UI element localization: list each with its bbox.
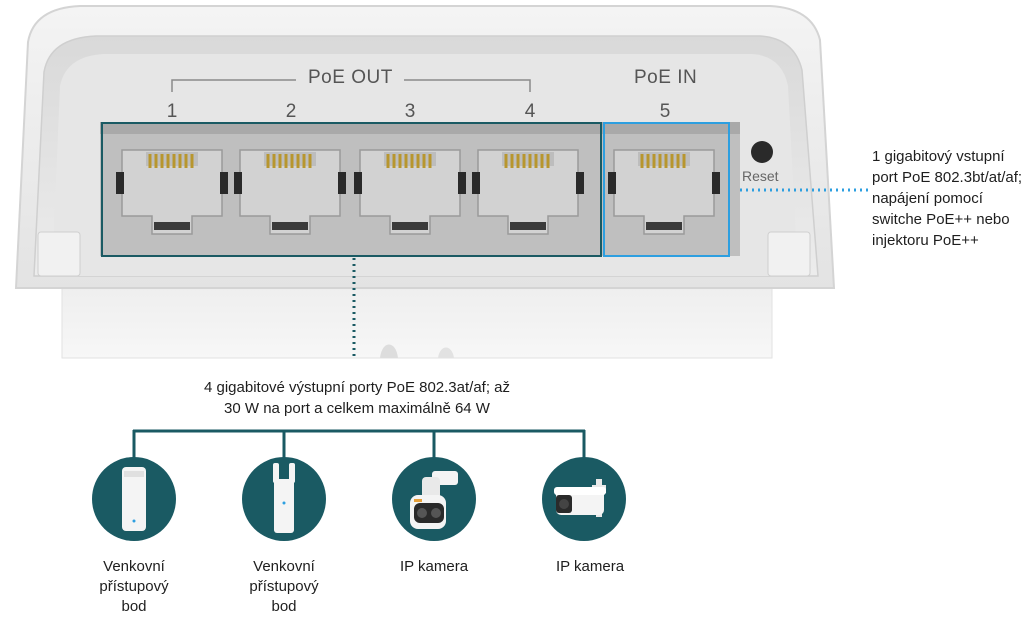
poe-in-label: PoE IN	[634, 67, 698, 88]
callout-line: port PoE 802.3bt/at/af;	[872, 169, 1023, 186]
callout-line: switche PoE++ nebo	[872, 211, 1010, 228]
rj45-port-3	[354, 149, 466, 235]
poe-in-highlight-frame	[603, 122, 730, 257]
label-line: přístupový	[99, 578, 169, 595]
rj45-port-5	[608, 149, 720, 235]
device-label-access-point-2: Venkovní přístupový bod	[224, 557, 344, 617]
label-line: bod	[121, 598, 147, 615]
outdoor-access-point-antenna-icon	[242, 457, 326, 541]
label-line: přístupový	[249, 578, 319, 595]
callout-line: injektoru PoE++	[872, 232, 979, 249]
poe-out-highlight-frame	[101, 122, 602, 257]
port-number-3: 3	[404, 101, 416, 122]
rj45-port-4	[472, 149, 584, 235]
ptz-ip-camera-icon	[392, 457, 476, 541]
port-number-2: 2	[285, 101, 297, 122]
label-line: Venkovní	[253, 558, 315, 575]
rj45-port-2	[234, 149, 346, 235]
device-label-ip-camera-1: IP kamera	[374, 557, 494, 577]
outdoor-access-point-icon	[92, 457, 176, 541]
poe-out-callout: 4 gigabitové výstupní porty PoE 802.3at/…	[160, 377, 554, 419]
port-number-4: 4	[524, 101, 536, 122]
callout-line: napájení pomocí	[872, 190, 983, 207]
port-number-1: 1	[166, 101, 178, 122]
device-label-access-point-1: Venkovní přístupový bod	[74, 557, 194, 617]
poe-out-label: PoE OUT	[308, 67, 393, 88]
label-line: IP kamera	[399, 558, 469, 575]
label-line: IP kamera	[555, 558, 625, 575]
callout-line: 30 W na port a celkem maximálně 64 W	[224, 400, 490, 417]
reset-label: Reset	[742, 168, 779, 184]
bullet-ip-camera-icon	[542, 457, 626, 541]
device-label-ip-camera-2: IP kamera	[530, 557, 650, 577]
poe-in-callout: 1 gigabitový vstupní port PoE 802.3bt/at…	[872, 146, 1034, 251]
callout-line: 1 gigabitový vstupní	[872, 148, 1005, 165]
label-line: bod	[271, 598, 297, 615]
callout-line: 4 gigabitové výstupní porty PoE 802.3at/…	[203, 379, 511, 396]
label-line: Venkovní	[103, 558, 165, 575]
port-number-5: 5	[659, 101, 671, 122]
rj45-port-1	[116, 149, 228, 235]
